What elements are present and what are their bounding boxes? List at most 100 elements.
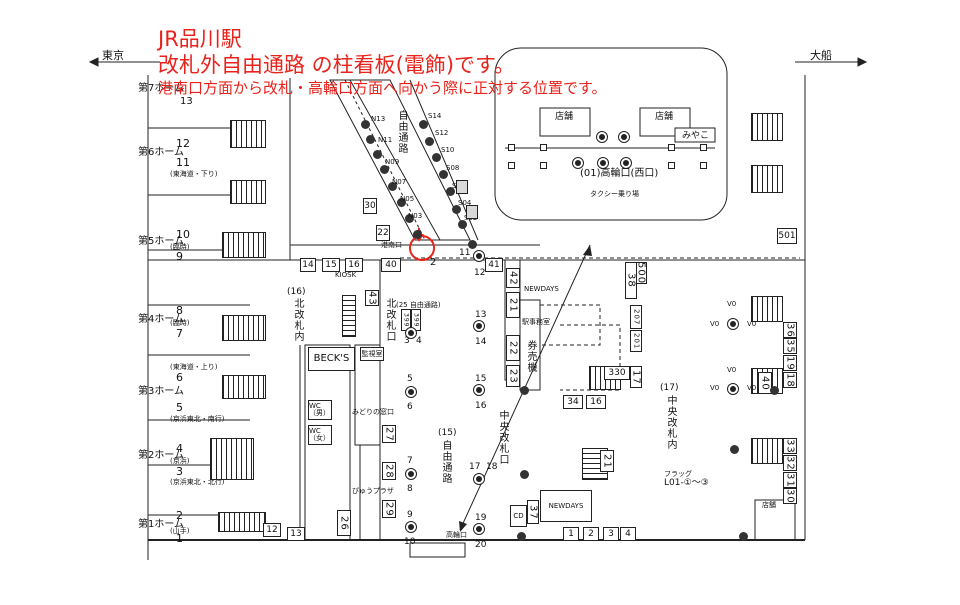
box-bottom-4: 4 [620,527,636,541]
marker-sq-4 [700,144,707,151]
box-399b-label: 399 [412,312,420,328]
arrow-left-icon [88,57,160,67]
track-2: 2 [176,509,183,522]
pillar-N02 [405,214,414,223]
track-9: 9 [176,250,183,263]
box-22-label: 22 [507,340,519,356]
marker-sq-6 [540,162,547,169]
track-4: 4 [176,442,183,455]
sign-v0-2-icon [727,383,739,395]
box-bottom-3-label: 3 [608,528,614,539]
sign-9-icon [405,521,417,533]
box-28: 28 [382,462,396,480]
stairs-right-2 [751,165,783,193]
sign-v0-label-3: V0 [747,320,757,328]
platform-3-note-top: (東海道・上り) [170,363,218,371]
pillar-S08-label: S08 [446,164,460,172]
arrow-right-icon [795,57,868,67]
box-right-35-label: 35 [784,338,796,354]
box-43-label: 43 [366,290,378,306]
box-501: 501 [777,228,797,244]
sign-10-label: 10 [404,537,416,547]
box-bottom-13-label: 13 [290,528,302,539]
box-330-label: 330 [608,367,626,378]
box-16b-label: 16 [590,396,602,407]
box-34-label: 34 [567,396,579,407]
box-21: 21 [506,292,520,318]
platform-6-note: (東海道・下り) [170,170,218,178]
box-bottom-12-label: 12 [266,524,278,535]
pillar-S11 [425,137,434,146]
stairs-right-top [751,113,783,141]
stairs-platform-4 [222,315,266,341]
sign-15-icon [473,384,485,396]
box-22: 22 [506,335,520,361]
pillar-N06 [388,182,397,191]
stairs-platform-1 [218,512,266,532]
sign-12-label: 12 [474,268,486,278]
box-37-label: 37 [527,504,539,520]
pillar-N04 [397,198,406,207]
sign-3-icon [405,327,417,339]
becks-label: BECK'S [313,353,350,364]
box-23-label: 23 [507,368,519,384]
box-bottom-2-label: 2 [588,528,594,539]
kanshi-label: 監視室 [361,349,383,358]
pillar-S07 [439,170,448,179]
box-43: 43 [365,290,379,306]
box-330: 330 [604,366,630,380]
box-bottom-26-label: 26 [338,515,350,531]
pillar-dot-3 [520,386,529,395]
box-17: 17 [630,366,642,388]
sign-4-label: 4 [416,336,422,346]
cd-label: CD [513,511,524,520]
box-diag-22: 22 [376,225,390,241]
box-16b: 16 [586,395,606,409]
stairs-platform-7 [230,120,266,148]
box-27-label: 27 [383,426,395,442]
platform-4-label: 第4ホーム [138,314,185,325]
box-right-36: 36 [783,322,797,338]
box-right-30-label: 30 [784,488,796,504]
pillar-dot-5 [730,445,739,454]
miyako-label: みやこ [682,131,710,141]
sign-8-label: 8 [407,484,413,494]
newdays-bottom-label: NEWDAYS [548,501,584,510]
box-right-30: 30 [783,488,797,504]
box-diag-right-1 [456,180,468,194]
platform-5-note: (臨時) [170,243,190,251]
central-gate-in-label: 中央改札内 [665,395,676,450]
box-bottom-13: 13 [287,527,305,541]
box-21b-label: 21 [601,453,613,469]
box-42-label: 42 [507,270,519,286]
stairs-platform-2 [210,438,254,480]
box-right-32: 32 [783,455,797,471]
title-line-position: 港南口方面から改札・高輪口方面へ向かう際に正対する位置です。 [158,79,607,97]
box-bottom-1: 1 [563,527,579,541]
pillar-N11-label: N11 [378,136,393,144]
marker-sq-3 [668,144,675,151]
box-17-label: 17 [630,369,642,385]
sign-11-label: 11 [459,248,471,258]
marker-sq-1 [508,144,515,151]
sign-17-label: 17 [469,462,481,472]
box-41: 41 [485,258,503,272]
box-right-19-label: 19 [784,355,796,371]
pyuo-plaza-label: ぴゅうプラザ [352,487,394,495]
title-line-description: 改札外自由通路 の柱看板(電飾)です。 [158,53,515,77]
store-label-1: 店舗 [555,112,574,122]
direction-right-label: 大船 [810,49,832,62]
pillar-N08 [380,165,389,174]
direction-left-label: 東京 [102,49,124,62]
box-14: 14 [300,258,316,272]
sign-7-label: 7 [407,456,413,466]
track-3: 3 [176,465,183,478]
sign-6-label: 6 [407,402,413,412]
stairs-right-5 [751,438,783,464]
platform-7-label: 第7ホーム [138,83,185,94]
sign-7-icon [405,468,417,480]
pillar-S09 [432,153,441,162]
takanawa-exit-label: (01)高輪口(西口) [580,168,659,179]
midori-window-label: みどりの窓口 [352,408,394,416]
sign-38-icon [620,157,632,169]
